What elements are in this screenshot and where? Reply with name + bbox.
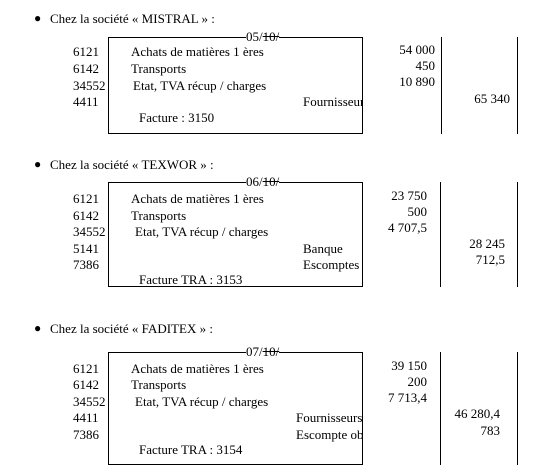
debit-amount: 200: [407, 374, 428, 389]
account-number: 6142: [73, 61, 99, 76]
account-number: 6142: [73, 377, 99, 392]
entry-box: [108, 37, 363, 134]
debit-amount: 39 150: [391, 358, 427, 373]
entry-box: [108, 182, 363, 287]
entry-box: [108, 352, 363, 465]
debit-amount: 7 713,4: [388, 390, 427, 405]
account-label: Achats de matières 1 ères: [131, 44, 264, 59]
section-heading: Chez la société « MISTRAL » :: [50, 11, 215, 26]
account-label: Etat, TVA récup / charges: [133, 78, 267, 93]
debit-amount: 10 890: [399, 74, 435, 89]
account-label: Transports: [131, 61, 187, 76]
column-separator: [517, 352, 518, 465]
account-number: 34552: [73, 224, 106, 239]
account-number: 4411: [73, 410, 99, 425]
credit-amount: 712,5: [475, 252, 505, 267]
account-label: Etat, TVA récup / charges: [135, 224, 269, 239]
debit-amount: 23 750: [391, 188, 427, 203]
credit-amount: 28 245: [469, 236, 505, 251]
account-number: 7386: [73, 427, 99, 442]
account-number: 34552: [73, 78, 106, 93]
account-label: Transports: [131, 208, 187, 223]
invoice-reference: Facture TRA : 3154: [139, 442, 243, 457]
account-label: Escompte obtenu: [296, 427, 362, 442]
entry-date: 05/10/: [246, 29, 280, 44]
credit-amount: 46 280,4: [454, 406, 501, 421]
column-separator: [440, 182, 441, 287]
bullet-icon: ●: [34, 321, 42, 335]
account-number: 4411: [73, 94, 99, 109]
column-separator: [517, 182, 518, 287]
account-label: Etat, TVA récup / charges: [135, 394, 269, 409]
account-number: 6121: [73, 44, 99, 59]
debit-amount: 4 707,5: [388, 220, 427, 235]
account-number: 6142: [73, 208, 99, 223]
bullet-icon: ●: [34, 11, 42, 25]
debit-amount: 450: [415, 58, 436, 73]
column-separator: [517, 37, 518, 134]
invoice-reference: Facture TRA : 3153: [139, 272, 243, 287]
account-number: 7386: [73, 257, 99, 272]
debit-amount: 54 000: [399, 42, 435, 57]
account-number: 5141: [73, 241, 99, 256]
credit-amount: 65 340: [474, 91, 510, 106]
invoice-reference: Facture : 3150: [139, 110, 215, 125]
account-number: 6121: [73, 361, 99, 376]
entry-date: 07/10/: [246, 344, 280, 359]
column-separator: [440, 352, 441, 465]
account-label: Fournisseurs: [303, 94, 362, 109]
account-label: Fournisseurs: [296, 410, 363, 425]
bullet-icon: ●: [34, 157, 42, 171]
section-heading: Chez la société « TEXWOR » :: [50, 157, 214, 172]
credit-amount: 783: [480, 423, 501, 438]
account-label: Achats de matières 1 ères: [131, 191, 264, 206]
section-heading: Chez la société « FADITEX » :: [50, 321, 213, 336]
column-separator: [441, 37, 442, 134]
account-label: Escomptes: [303, 257, 360, 272]
entry-date: 06/10/: [246, 174, 280, 189]
account-label: Transports: [131, 377, 187, 392]
debit-amount: 500: [407, 204, 428, 219]
account-label: Achats de matières 1 ères: [131, 361, 264, 376]
account-label: Banque: [303, 241, 343, 256]
account-number: 6121: [73, 191, 99, 206]
account-number: 34552: [73, 394, 106, 409]
